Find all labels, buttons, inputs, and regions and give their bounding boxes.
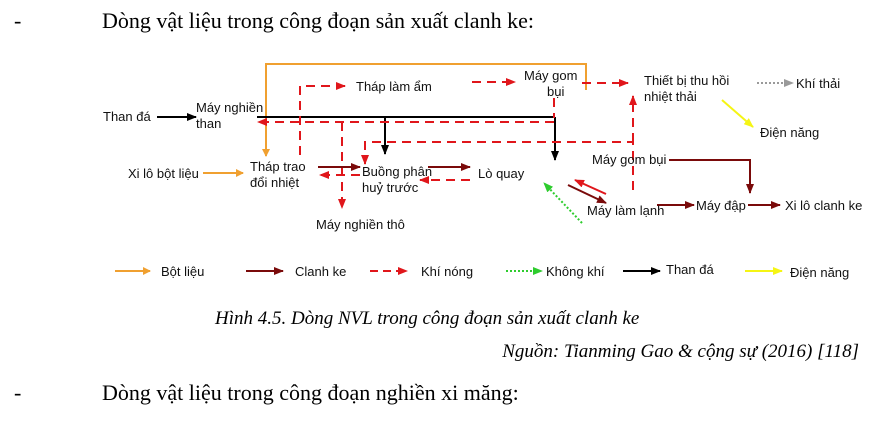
flow-dien-nang bbox=[721, 99, 754, 128]
section-heading-cement-grinding: Dòng vật liệu trong công đoạn nghiền xi … bbox=[102, 380, 519, 405]
bullet-dash-2: - bbox=[14, 380, 22, 405]
node-thiet-bi-line1: Thiết bị thu hồi bbox=[644, 73, 729, 88]
node-buong-phan-huy-line1: Buồng phân bbox=[362, 164, 432, 179]
legend-label-than-da: Than đá bbox=[666, 262, 714, 277]
node-may-gom-bui-top-line2: bụi bbox=[547, 84, 564, 99]
flow-clanh-ke-gom-bui-to-dap bbox=[669, 159, 754, 194]
flow-khi-nong-lam-lanh bbox=[574, 179, 607, 195]
legend-label-khi-nong: Khí nóng bbox=[421, 264, 473, 279]
node-buong-phan-huy-line2: huỷ trước bbox=[362, 180, 419, 195]
node-xi-lo-bot-lieu: Xi lô bột liệu bbox=[128, 166, 199, 181]
bullet-dash-1: - bbox=[14, 8, 22, 33]
node-may-gom-bui-mid: Máy gom bụi bbox=[592, 152, 667, 167]
clinker-material-flow-diagram: Than đá Máy nghiền than Tháp làm ẩm Máy … bbox=[103, 63, 862, 280]
node-khi-thai: Khí thải bbox=[796, 76, 840, 91]
node-dien-nang: Điện năng bbox=[760, 125, 819, 140]
node-xi-lo-clanh-ke: Xi lô clanh ke bbox=[785, 198, 862, 213]
node-may-gom-bui-top-line1: Máy gom bbox=[524, 68, 577, 83]
node-thap-trao-line2: đổi nhiệt bbox=[250, 175, 300, 190]
node-thap-trao-line1: Tháp trao bbox=[250, 159, 306, 174]
legend-label-dien-nang: Điện năng bbox=[790, 265, 849, 280]
node-may-nghien-than-line1: Máy nghiền bbox=[196, 100, 263, 115]
legend-label-bot-lieu: Bột liệu bbox=[161, 264, 204, 279]
flow-khi-nong-main bbox=[361, 141, 634, 190]
flow-khong-khi bbox=[543, 182, 583, 224]
node-lo-quay: Lò quay bbox=[478, 166, 525, 181]
figure-source: Nguồn: Tianming Gao & cộng sự (2016) [11… bbox=[502, 341, 859, 362]
node-may-nghien-tho: Máy nghiền thô bbox=[316, 217, 405, 232]
node-than-da: Than đá bbox=[103, 109, 151, 124]
flow-bot-lieu-top-frame bbox=[262, 63, 587, 157]
node-thiet-bi-line2: nhiệt thải bbox=[644, 89, 697, 104]
node-may-nghien-than-line2: than bbox=[196, 116, 221, 131]
flow-khi-nong-thap-lam-am bbox=[299, 82, 346, 155]
node-may-lam-lanh: Máy làm lạnh bbox=[587, 203, 664, 218]
figure-caption: Hình 4.5. Dòng NVL trong công đoạn sản x… bbox=[215, 308, 640, 329]
legend-label-clanh-ke: Clanh ke bbox=[295, 264, 346, 279]
node-may-dap: Máy đập bbox=[696, 198, 746, 213]
legend-label-khong-khi: Không khí bbox=[546, 264, 605, 279]
flow-clanh-ke-lo-to-lam-lanh bbox=[567, 184, 607, 204]
diagram-legend: Bột liệu Clanh ke Khí nóng Không khí Tha… bbox=[115, 262, 849, 280]
node-thap-lam-am: Tháp làm ẩm bbox=[356, 79, 432, 94]
section-heading-clinker: Dòng vật liệu trong công đoạn sản xuất c… bbox=[102, 8, 534, 33]
